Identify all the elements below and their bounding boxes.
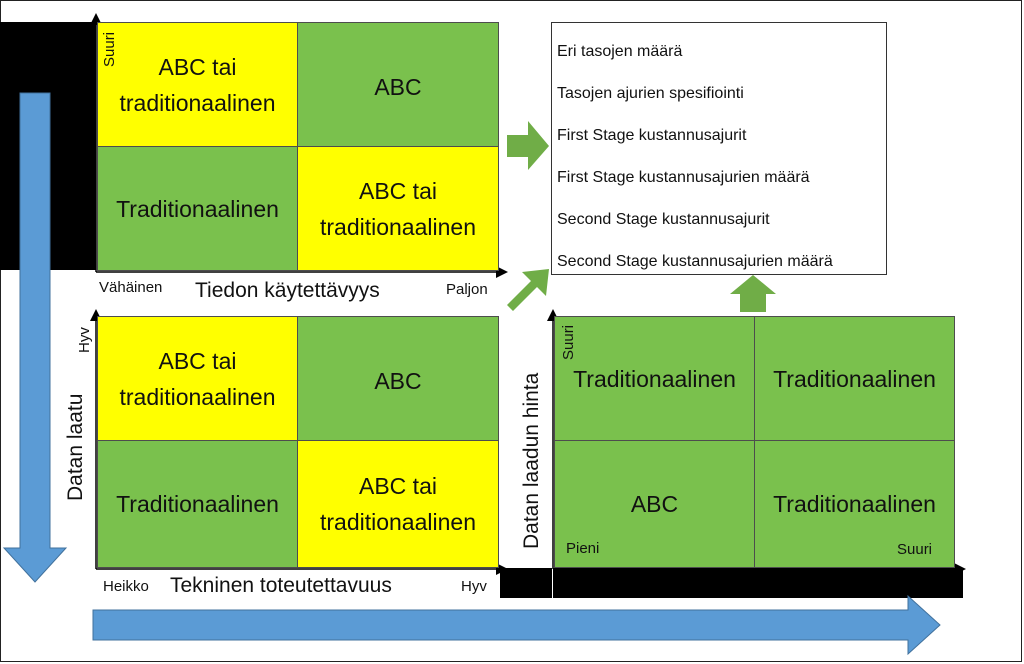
bottom-left-matrix-x-high-label: Hyv <box>461 578 487 595</box>
black-band-bottom-mid <box>500 568 552 598</box>
factor-item: Second Stage kustannusajurien määrä <box>557 253 833 270</box>
bottom-left-matrix-x-low-label: Heikko <box>103 578 149 595</box>
factor-item: First Stage kustannusajurien määrä <box>557 169 810 186</box>
top-matrix-x-axis-title: Tiedon käytettävyys <box>195 279 380 302</box>
factor-list: Eri tasojen määrä Tasojen ajurien spesif… <box>551 22 887 275</box>
bottom-right-matrix-cell-top-right: Traditionaalinen <box>754 316 955 441</box>
green-up-arrow <box>730 275 776 312</box>
bottom-left-matrix-cell-bottom-left: Traditionaalinen <box>97 440 298 568</box>
top-matrix-y-high-label: Suuri <box>101 31 118 67</box>
bottom-right-matrix-cell-bottom-right: Traditionaalinen <box>754 440 955 568</box>
bottom-right-matrix-y-axis-title: Datan laadun hinta <box>520 372 543 549</box>
blue-right-arrow <box>92 594 941 656</box>
black-band-bottom-right <box>553 568 963 598</box>
bottom-right-matrix-x-high-label: Suuri <box>897 541 933 558</box>
bottom-right-matrix-cell-bottom-left: ABC <box>554 440 755 568</box>
top-matrix-cell-bottom-left: Traditionaalinen <box>97 146 298 271</box>
bottom-right-matrix-x-low-label: Pieni <box>566 540 600 557</box>
factor-item: First Stage kustannusajurit <box>557 127 747 144</box>
factor-item: Eri tasojen määrä <box>557 43 683 60</box>
bottom-left-matrix-x-axis-title: Tekninen toteutettavuus <box>170 574 392 597</box>
bottom-left-matrix-cell-top-right: ABC <box>297 316 499 441</box>
top-matrix-cell-top-right: ABC <box>297 22 499 147</box>
green-right-arrow <box>507 121 549 170</box>
bottom-right-matrix-cell-top-left: Traditionaalinen <box>554 316 755 441</box>
factor-item: Second Stage kustannusajurit <box>557 211 770 228</box>
factor-item: Tasojen ajurien spesifiointi <box>557 85 744 102</box>
green-diagonal-arrow <box>507 269 549 311</box>
top-matrix-x-low-label: Vähäinen <box>99 279 163 296</box>
bottom-left-matrix-y-high-label: Hyv <box>76 327 93 353</box>
bottom-left-matrix-y-axis-title: Datan laatu <box>64 393 87 501</box>
blue-down-arrow <box>2 92 68 583</box>
bottom-right-matrix-y-high-label: Suuri <box>560 324 577 360</box>
top-matrix-x-high-label: Paljon <box>446 281 488 298</box>
